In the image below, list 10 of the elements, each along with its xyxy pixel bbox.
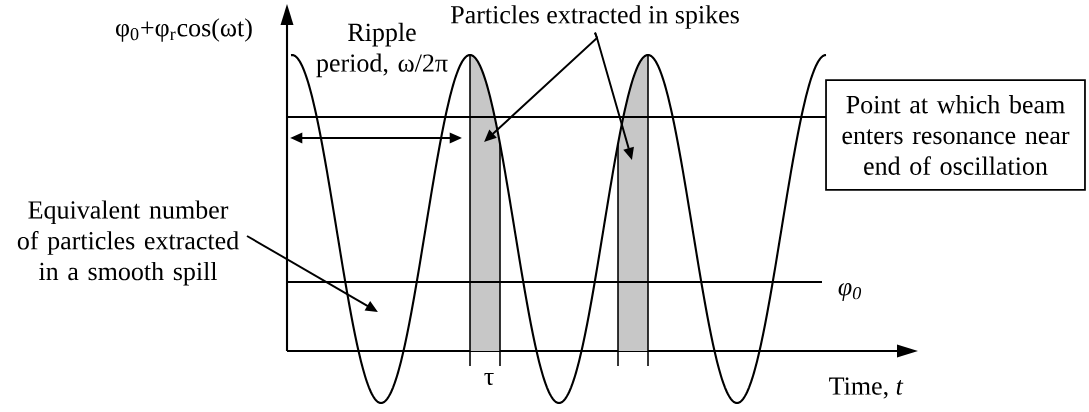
callout-text: Equivalent number of particles extracted in a smooth spill	[17, 200, 239, 286]
axis-label: Ripple period, ω/2π	[316, 22, 448, 78]
callout-text: Particles extracted in spikes	[451, 5, 739, 29]
shaded-spike	[469, 54, 501, 367]
axis-label: φ$_{0}$	[838, 283, 862, 301]
shaded-spike	[617, 54, 649, 367]
width-label: τ	[484, 372, 494, 386]
axis-label: φ$_{0}$+φ$_{r}$cos(ωt)	[116, 18, 252, 42]
axis-label: Time, t	[829, 377, 904, 399]
callout-box: Point at which beam enters resonance near end of oscillation	[825, 79, 1086, 191]
